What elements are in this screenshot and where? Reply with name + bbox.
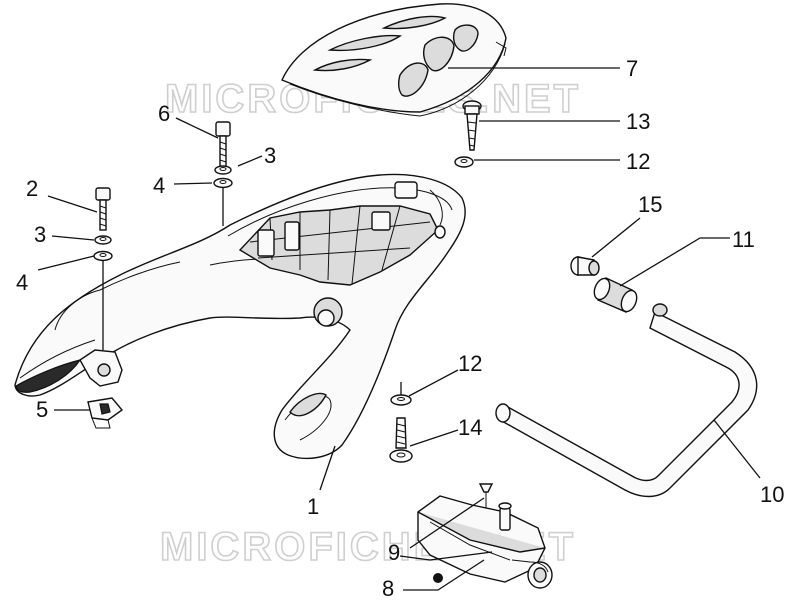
part-12-washer-upper [454, 156, 474, 168]
callout-4-right: 4 [153, 173, 165, 198]
part-4-washer-right [213, 177, 233, 189]
callout-3-right: 3 [264, 143, 276, 168]
callout-4-left: 4 [16, 270, 28, 295]
part-8-bracket [417, 495, 553, 589]
part-3-washer-right [214, 165, 232, 175]
assembly-dot [433, 573, 443, 583]
part-12-washer-lower [390, 394, 412, 406]
part-7-cover [281, 3, 507, 117]
callout-3-left: 3 [34, 222, 46, 247]
part-13-bolt [462, 100, 482, 151]
callout-15: 15 [638, 192, 662, 217]
part-4-washer-left [93, 250, 113, 262]
callout-1: 1 [307, 494, 319, 519]
part-3-washer-left [94, 235, 112, 245]
callout-11: 11 [732, 227, 755, 252]
part-6-bolt [215, 121, 231, 169]
part-5-clip-nut [87, 397, 124, 429]
part-2-bolt [95, 187, 111, 231]
callout-6: 6 [158, 101, 170, 126]
callout-5: 5 [36, 397, 48, 422]
callout-14: 14 [458, 415, 482, 440]
part-1-luggage-rack [14, 173, 466, 460]
callouts: 1 2 3 3 4 4 5 6 7 8 9 10 11 12 12 13 14 … [16, 56, 784, 600]
callout-12-upper: 12 [626, 149, 650, 174]
callout-7: 7 [626, 56, 638, 81]
leader-lines [37, 67, 761, 591]
callout-2: 2 [26, 176, 38, 201]
callout-9: 9 [388, 540, 400, 565]
callout-8: 8 [382, 576, 394, 600]
callout-13: 13 [626, 109, 650, 134]
part-10-rail-tube [495, 303, 758, 498]
callout-12-lower: 12 [458, 351, 482, 376]
callout-10: 10 [760, 482, 784, 507]
part-11-spacer [593, 277, 638, 313]
part-15-bushing [570, 256, 600, 276]
part-14-screw [389, 417, 413, 463]
